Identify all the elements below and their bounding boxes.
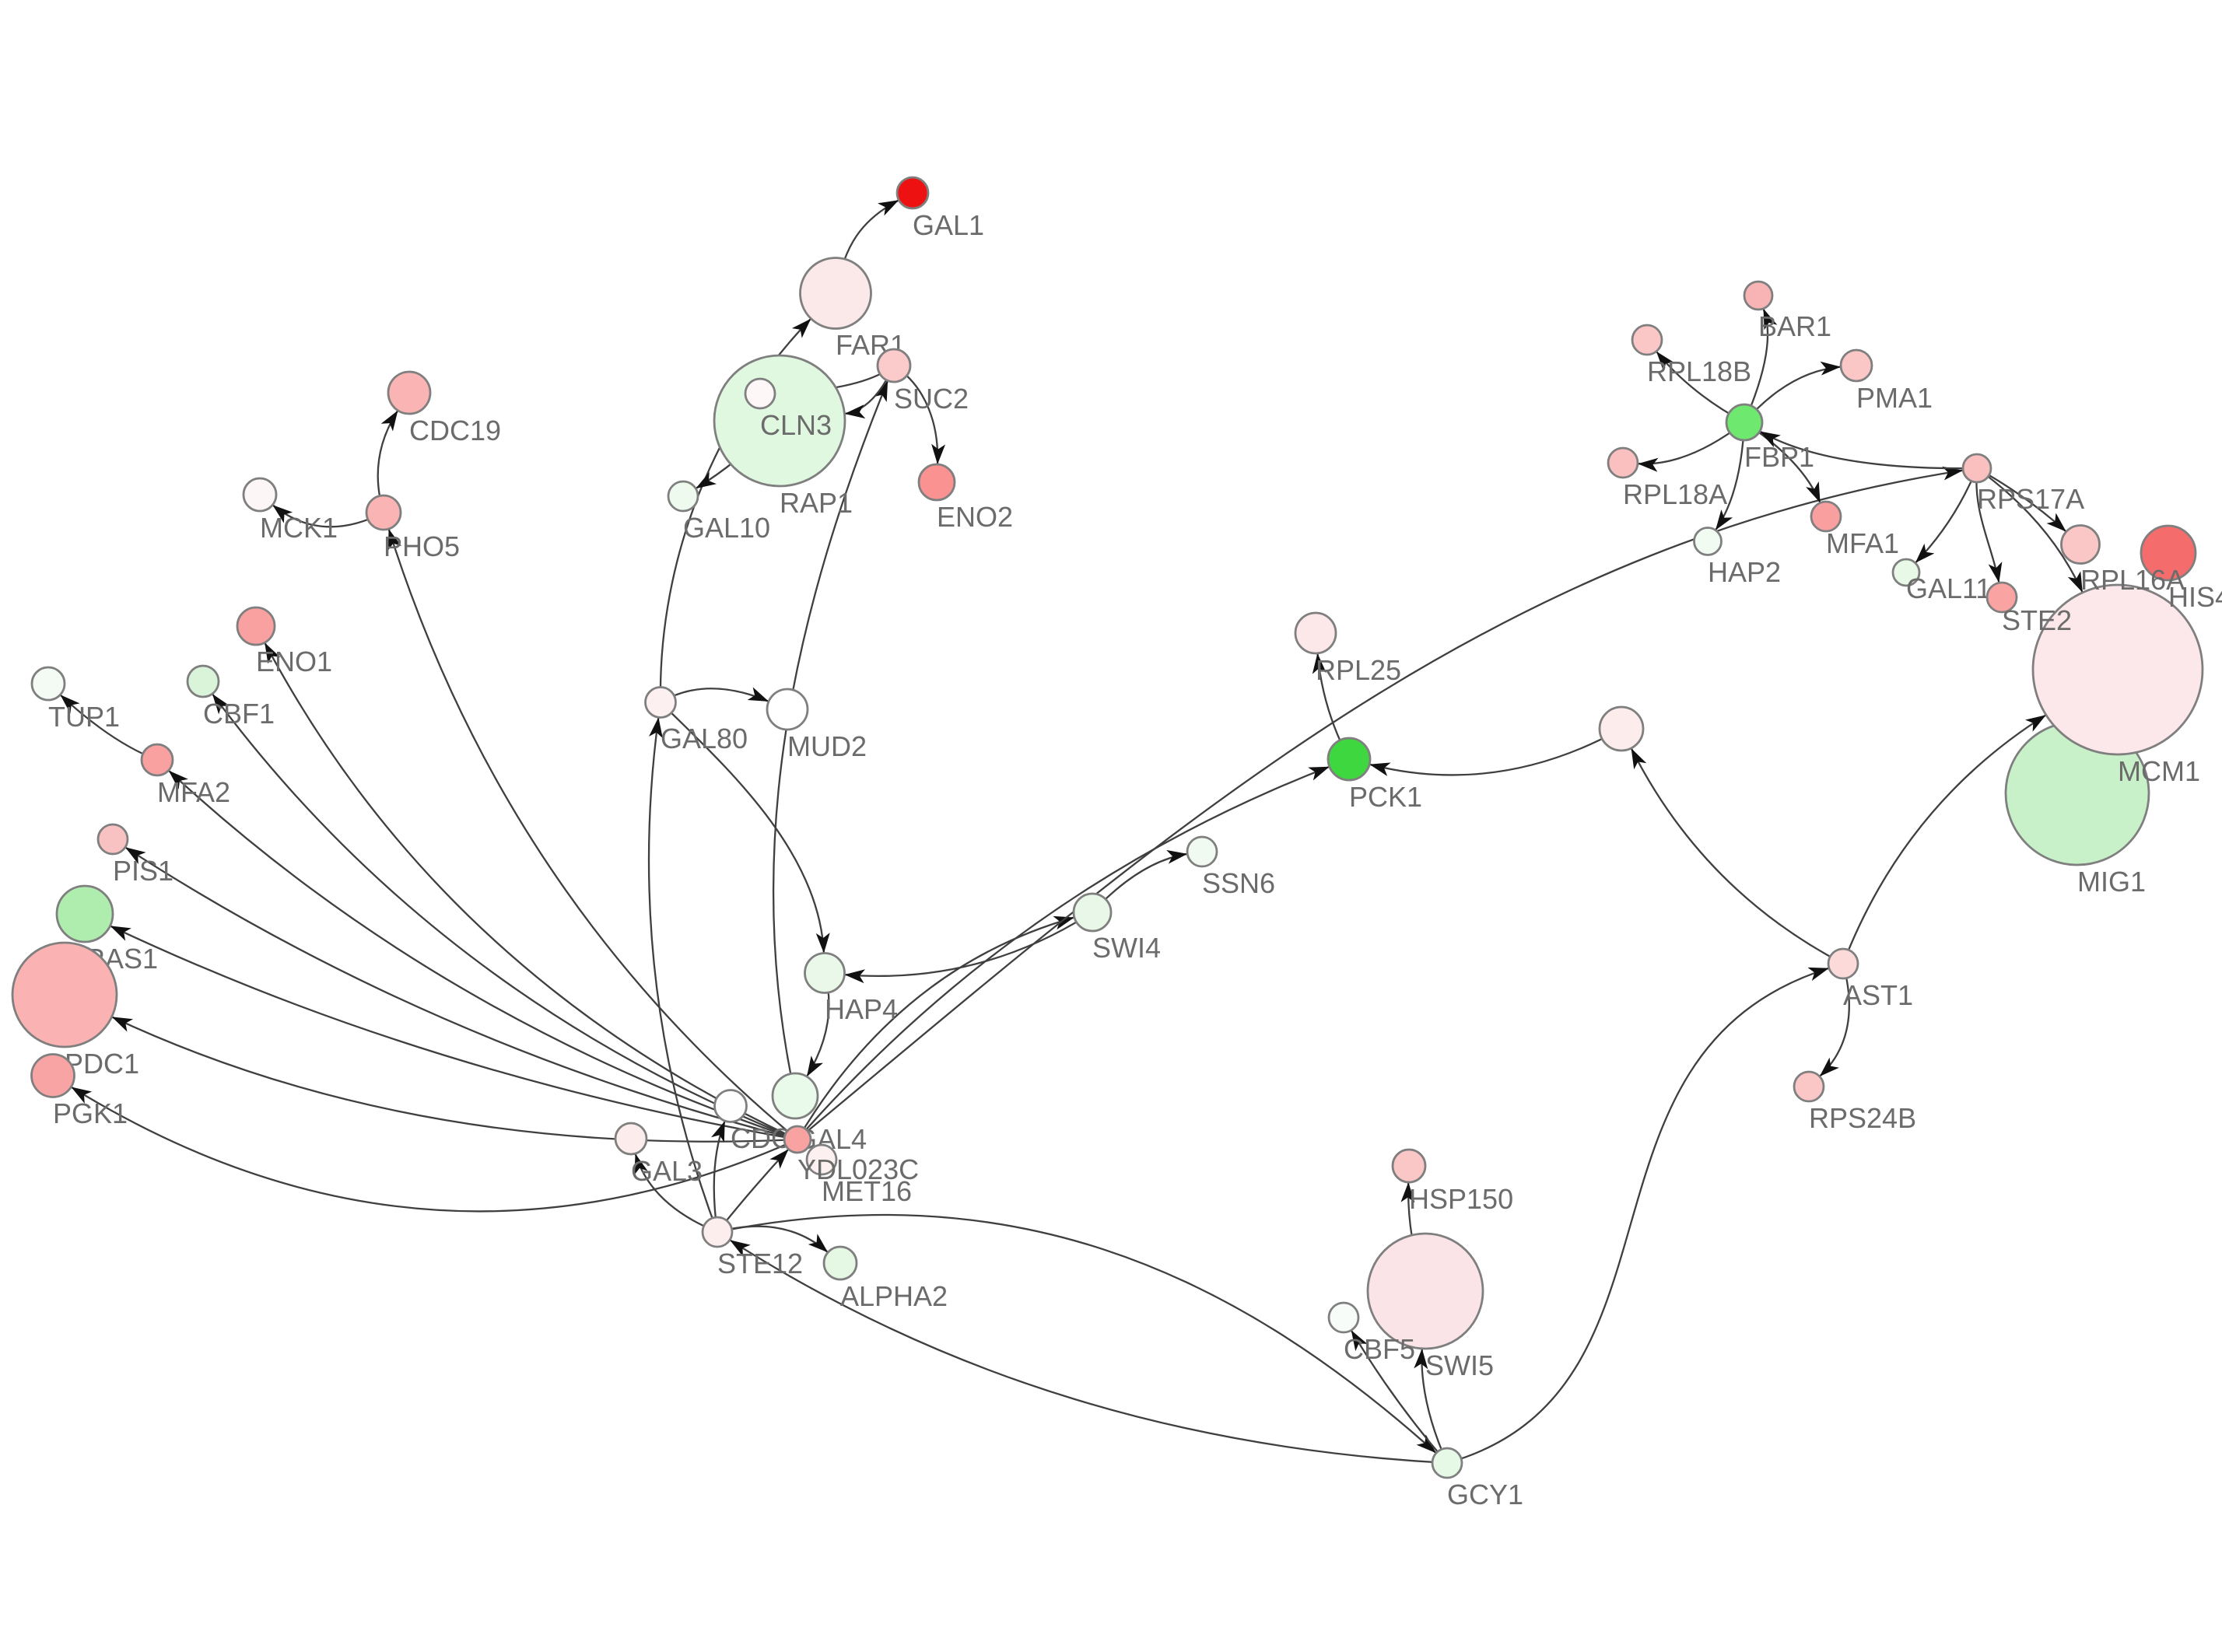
svg-text:MUD2: MUD2 xyxy=(787,730,867,762)
svg-text:ENO2: ENO2 xyxy=(937,501,1013,533)
svg-text:STE12: STE12 xyxy=(717,1248,803,1279)
svg-text:ALPHA2: ALPHA2 xyxy=(840,1280,948,1312)
svg-text:YDL023C: YDL023C xyxy=(797,1153,919,1185)
svg-text:PCK1: PCK1 xyxy=(1349,781,1422,813)
svg-text:AST1: AST1 xyxy=(1843,979,1913,1011)
svg-text:MCM1: MCM1 xyxy=(2118,755,2200,787)
svg-text:RPS17A: RPS17A xyxy=(1977,483,2084,515)
svg-text:SWI5: SWI5 xyxy=(1425,1349,1494,1381)
svg-text:PHO5: PHO5 xyxy=(384,530,460,562)
svg-text:GAL3: GAL3 xyxy=(631,1155,703,1187)
svg-text:CBF1: CBF1 xyxy=(203,698,275,730)
svg-text:RAP1: RAP1 xyxy=(780,487,853,519)
svg-text:CLN3: CLN3 xyxy=(760,409,832,441)
svg-text:RPL25: RPL25 xyxy=(1316,654,1401,686)
svg-text:SWI4: SWI4 xyxy=(1092,932,1161,964)
svg-text:HAP2: HAP2 xyxy=(1708,556,1781,588)
svg-text:PMA1: PMA1 xyxy=(1856,382,1933,414)
svg-text:STE2: STE2 xyxy=(2002,604,2072,636)
svg-text:RPL16A: RPL16A xyxy=(2080,564,2185,596)
svg-text:GAL80: GAL80 xyxy=(661,723,748,754)
svg-text:GCY1: GCY1 xyxy=(1447,1479,1523,1510)
svg-text:RPL18B: RPL18B xyxy=(1647,355,1751,387)
svg-text:HIS4: HIS4 xyxy=(2168,581,2222,613)
svg-text:PDC1: PDC1 xyxy=(65,1048,139,1080)
svg-text:CDC19: CDC19 xyxy=(409,415,501,446)
svg-text:GAL10: GAL10 xyxy=(683,512,770,544)
svg-text:HSP150: HSP150 xyxy=(1409,1183,1513,1215)
svg-text:RPS24B: RPS24B xyxy=(1809,1102,1916,1134)
svg-text:SSN6: SSN6 xyxy=(1202,867,1275,899)
svg-text:MFA2: MFA2 xyxy=(157,776,230,808)
svg-text:MFA1: MFA1 xyxy=(1826,527,1899,559)
svg-text:GAL1: GAL1 xyxy=(913,209,984,241)
svg-text:RPL18A: RPL18A xyxy=(1623,478,1727,510)
svg-text:TUP1: TUP1 xyxy=(48,701,120,733)
svg-text:MCK1: MCK1 xyxy=(260,512,338,544)
svg-text:HAP4: HAP4 xyxy=(825,993,898,1025)
svg-text:MET16: MET16 xyxy=(822,1175,912,1207)
svg-text:CBF5: CBF5 xyxy=(1344,1333,1415,1365)
svg-text:GAL11: GAL11 xyxy=(1906,572,1991,604)
svg-text:FBP1: FBP1 xyxy=(1744,441,1814,473)
svg-text:PIS1: PIS1 xyxy=(113,855,173,887)
svg-text:MIG1: MIG1 xyxy=(2077,866,2146,898)
svg-text:PGK1: PGK1 xyxy=(53,1097,128,1129)
svg-text:BAR1: BAR1 xyxy=(1758,310,1831,342)
svg-text:ENO1: ENO1 xyxy=(256,646,332,677)
svg-text:SUC2: SUC2 xyxy=(894,383,969,415)
